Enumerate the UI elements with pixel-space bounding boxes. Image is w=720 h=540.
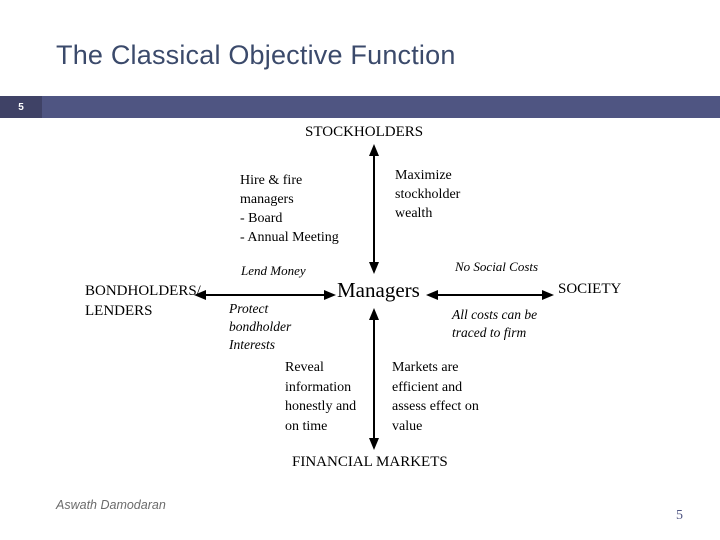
label-all-costs-line-2: traced to firm xyxy=(452,325,527,340)
label-protect-line-1: Protect xyxy=(229,301,269,316)
label-reveal-line-3: honestly and xyxy=(285,399,357,414)
label-reveal-line-4: on time xyxy=(285,418,328,434)
node-financial-markets: FINANCIAL MARKETS xyxy=(292,454,448,470)
node-stockholders: STOCKHOLDERS xyxy=(305,124,424,140)
label-maximize-line-3: wealth xyxy=(395,206,433,221)
diagram-arrows xyxy=(194,144,554,450)
label-all-costs-line-1: All costs can be xyxy=(452,307,538,322)
slide-number-badge: 5 xyxy=(0,96,42,118)
node-bondholders-lenders: BONDHOLDERS/ LENDERS xyxy=(85,281,201,321)
label-markets-line-2: efficient and xyxy=(392,379,463,395)
label-reveal-information: Reveal information honestly and on time xyxy=(285,358,356,436)
label-protect-line-2: bondholder xyxy=(229,319,292,334)
label-markets-line-4: value xyxy=(392,418,423,434)
label-maximize-wealth: Maximize stockholder wealth xyxy=(395,166,460,223)
label-reveal-line-1: Reveal xyxy=(285,360,324,375)
label-hire-fire-line-4: - Annual Meeting xyxy=(240,230,339,245)
node-bondholders-line-2: LENDERS xyxy=(85,303,153,319)
node-managers: Managers xyxy=(337,278,420,302)
page-title: The Classical Objective Function xyxy=(56,40,456,70)
label-reveal-line-2: information xyxy=(285,379,352,395)
label-hire-fire-line-2: managers xyxy=(240,192,294,207)
node-society: SOCIETY xyxy=(558,281,622,297)
label-maximize-line-2: stockholder xyxy=(395,187,461,202)
label-hire-fire-line-1: Hire & fire xyxy=(240,173,303,188)
label-protect-line-3: Interests xyxy=(229,337,275,352)
header-accent-bar xyxy=(0,96,720,118)
label-protect-bondholder-interests: Protect bondholder Interests xyxy=(229,300,291,354)
label-maximize-line-1: Maximize xyxy=(395,168,452,183)
footer-author: Aswath Damodaran xyxy=(56,498,166,512)
label-hire-fire-line-3: - Board xyxy=(240,211,283,226)
label-all-costs-traced: All costs can be traced to firm xyxy=(452,306,537,342)
footer-page-number: 5 xyxy=(676,508,683,523)
label-markets-efficient: Markets are efficient and assess effect … xyxy=(392,358,479,436)
label-markets-line-1: Markets are xyxy=(392,360,459,375)
label-lend-money: Lend Money xyxy=(241,263,306,278)
label-hire-fire: Hire & fire managers - Board - Annual Me… xyxy=(240,171,339,247)
label-no-social-costs: No Social Costs xyxy=(455,259,539,274)
node-bondholders-line-1: BONDHOLDERS/ xyxy=(85,283,201,299)
label-markets-line-3: assess effect on xyxy=(392,399,479,414)
stakeholder-diagram: STOCKHOLDERS Hire & fire managers - Boar… xyxy=(0,118,720,478)
